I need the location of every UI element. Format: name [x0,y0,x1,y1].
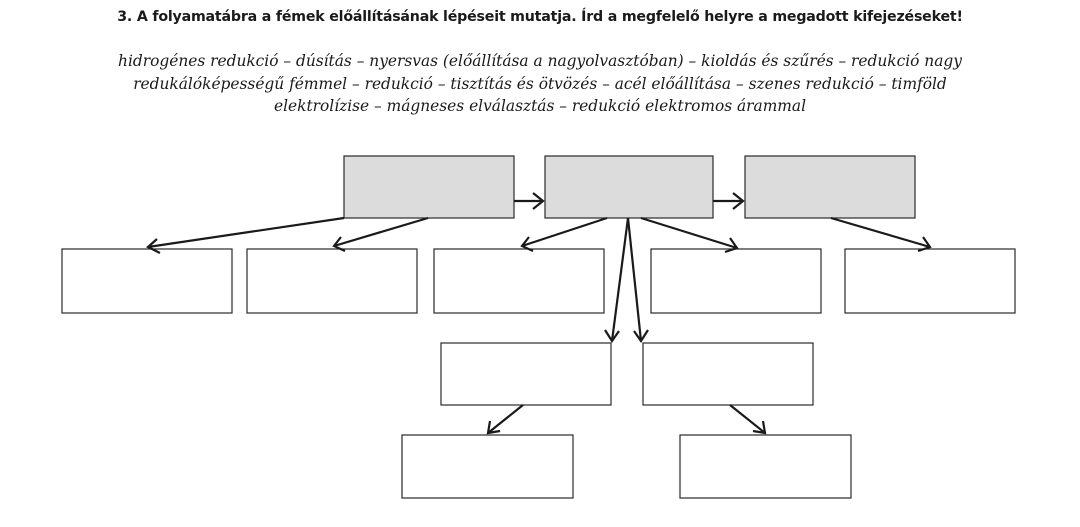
process-box-2[interactable] [544,155,714,219]
word-list-line-3: elektrolízise – mágneses elválasztás – r… [274,97,806,115]
arrow-box2-to-row2-3 [520,216,608,253]
arrow-box2-to-row3-1 [604,217,630,343]
word-list-line-1: hidrogénes redukció – dúsítás – nyersvas… [118,52,962,70]
arrow-box2-to-row2-4 [640,216,739,254]
arrow-row3-1-to-row4-1 [486,404,524,435]
answer-box-row2-2[interactable] [246,248,418,314]
arrow-box1-to-row2-2 [332,216,429,253]
arrow-box2-to-box3 [713,192,745,210]
process-box-3[interactable] [744,155,916,219]
arrow-box1-to-box2 [514,192,545,210]
arrow-box1-to-row2-1 [146,216,345,254]
answer-box-row2-1[interactable] [61,248,233,314]
arrow-box3-to-row2-5 [830,216,932,253]
answer-box-row4-2[interactable] [679,434,852,499]
arrow-row3-2-to-row4-2 [729,404,767,435]
word-list: hidrogénes redukció – dúsítás – nyersvas… [40,50,1040,118]
answer-box-row4-1[interactable] [401,434,574,499]
answer-box-row2-5[interactable] [844,248,1016,314]
answer-box-row2-3[interactable] [433,248,605,314]
answer-box-row3-2[interactable] [642,342,814,406]
answer-box-row3-1[interactable] [440,342,612,406]
task-title: 3. A folyamatábra a fémek előállításának… [117,9,963,25]
process-box-1[interactable] [343,155,515,219]
word-list-line-2: redukálóképességű fémmel – redukció – ti… [133,74,947,93]
answer-box-row2-4[interactable] [650,248,822,314]
arrow-box2-to-row3-2 [626,217,649,343]
